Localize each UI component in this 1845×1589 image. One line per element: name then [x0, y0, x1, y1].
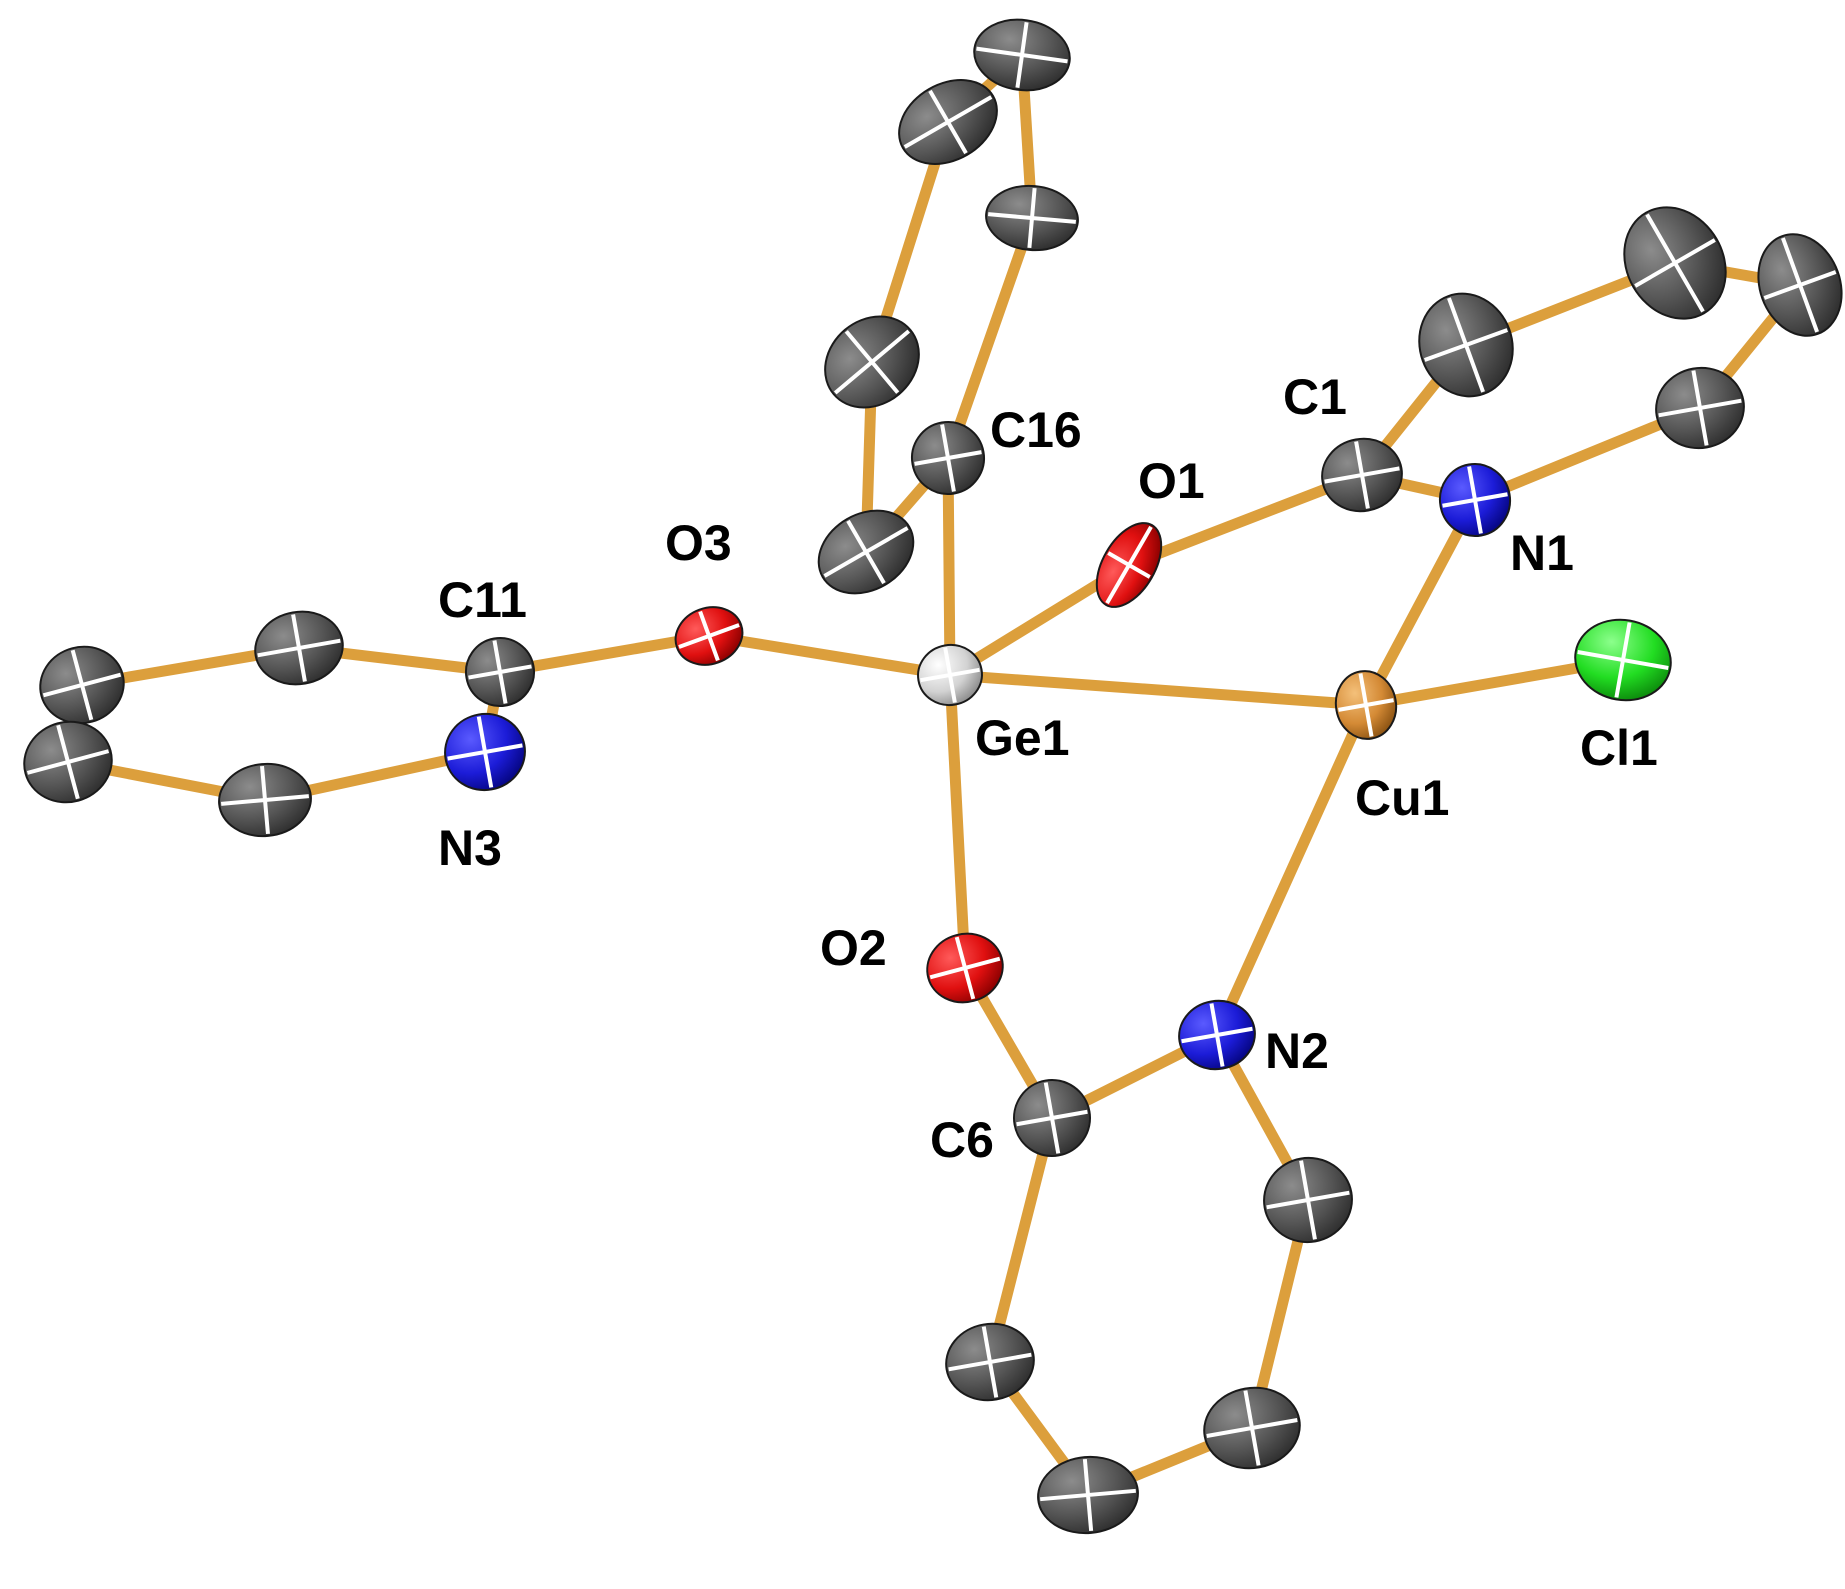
atom-carbon-n3-ring-bottom	[218, 762, 312, 838]
label-o2: O2	[820, 920, 887, 976]
atom-carbon-n1-ring-lower	[1655, 366, 1745, 450]
label-c1: C1	[1283, 369, 1347, 425]
atom-n3	[444, 712, 526, 792]
bond-ge1-o3	[703, 630, 956, 681]
atom-carbon-n3-ring-top	[254, 610, 344, 686]
atom-carbon-n2-ring-lower-right	[1203, 1386, 1301, 1470]
atom-carbon-phenyl-right	[985, 184, 1079, 252]
atom-labels: C16 O1 C1 N1 O3 C11 Ge1 Cu1 Cl1 N3 O2 N2…	[438, 369, 1658, 1168]
label-ge1: Ge1	[975, 710, 1070, 766]
bond-n1-cu1	[1360, 494, 1481, 711]
atoms	[23, 18, 1843, 1535]
atom-o3	[674, 606, 744, 666]
atom-c6	[1013, 1079, 1091, 1157]
bond-ring-c6	[984, 1112, 1058, 1368]
atom-carbon-phenyl-bottom-left	[817, 509, 915, 595]
atom-carbon-n3-ring-far-top	[39, 645, 125, 725]
atom-c16	[911, 421, 985, 495]
atom-carbon-n1-ring-right	[1757, 233, 1843, 337]
atom-carbon-phenyl-upper-left	[898, 79, 998, 165]
atom-n1	[1438, 463, 1512, 537]
label-cu1: Cu1	[1355, 770, 1449, 826]
bond-ge1-o2	[944, 669, 971, 974]
label-o1: O1	[1138, 453, 1205, 509]
atom-carbon-n2-ring-right	[1263, 1156, 1353, 1244]
atom-c1	[1321, 437, 1403, 513]
bond-ge1-cu1	[944, 669, 1372, 711]
bond-c16-ring-right	[942, 212, 1038, 464]
label-n3: N3	[438, 820, 502, 876]
atom-carbon-n1-ring-top	[1418, 292, 1514, 398]
atom-carbon-n2-ring-bottom	[1037, 1455, 1139, 1535]
atom-o2	[926, 932, 1004, 1004]
atom-cl1	[1574, 618, 1672, 702]
bond-cu1-n2	[1211, 699, 1372, 1041]
atom-carbon-n2-ring-left	[945, 1322, 1035, 1402]
label-c11: C11	[438, 572, 527, 628]
bond-o1-c1	[1123, 469, 1368, 571]
bond-o3-c11	[494, 630, 715, 678]
label-cl1: Cl1	[1580, 720, 1658, 776]
label-o3: O3	[665, 515, 732, 571]
atom-ge1	[917, 643, 983, 707]
atom-carbon-phenyl-top	[973, 18, 1071, 92]
atom-carbon-n1-ring-upper	[1623, 206, 1727, 320]
atom-carbon-n3-ring-far-bottom	[23, 720, 113, 804]
atom-o1	[1095, 522, 1163, 608]
label-c6: C6	[930, 1112, 994, 1168]
bonds	[62, 49, 1806, 1501]
label-n2: N2	[1265, 1023, 1329, 1079]
atom-cu1	[1334, 670, 1398, 740]
atom-carbon-phenyl-left	[824, 315, 920, 409]
atom-c11	[465, 637, 535, 707]
label-n1: N1	[1510, 525, 1574, 581]
atom-n2	[1178, 999, 1256, 1071]
label-c16: C16	[990, 402, 1082, 458]
